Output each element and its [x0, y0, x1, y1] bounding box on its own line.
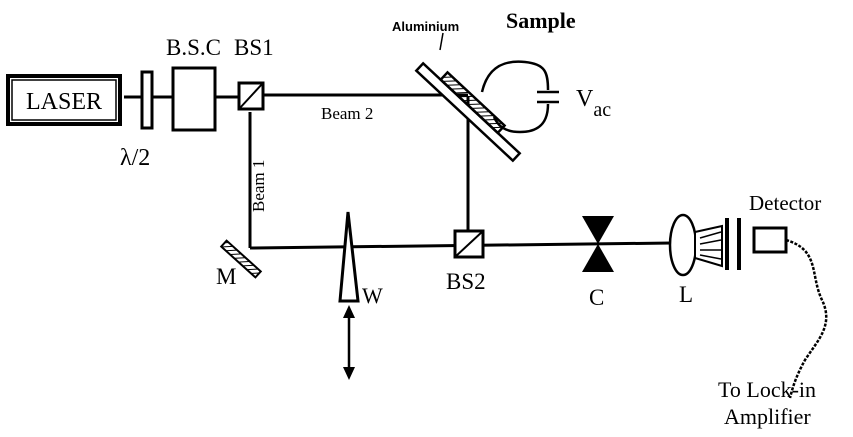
- detector-box: [752, 226, 788, 254]
- wedge: W: [338, 211, 383, 380]
- vac-main: V: [576, 86, 594, 112]
- chopper: C: [582, 216, 614, 310]
- bs1-label: BS1: [234, 35, 274, 60]
- ac-voltage-source: [480, 60, 559, 134]
- chopper-label: C: [589, 285, 604, 310]
- lockin-label-line1: To Lock-in: [718, 377, 816, 402]
- vac-label: Vac: [576, 86, 611, 121]
- detector-label: Detector: [749, 191, 821, 215]
- arrow-head-down: [343, 367, 355, 380]
- aluminium-label: Aluminium: [392, 19, 459, 34]
- half-wave-label: λ/2: [120, 145, 150, 171]
- wedge-label: W: [362, 283, 383, 308]
- sample-label: Sample: [506, 8, 576, 33]
- bsc-label: B.S.C: [166, 35, 221, 60]
- vac-subscript: ac: [593, 99, 611, 121]
- lens-label: L: [679, 282, 693, 307]
- half-wave-plate: λ/2: [120, 70, 154, 171]
- bsc-compensator: B.S.C: [166, 35, 221, 132]
- sample-assembly: Aluminium Sample: [392, 8, 576, 163]
- laser-label: LASER: [26, 89, 102, 115]
- bs2-label: BS2: [446, 269, 486, 294]
- beam-splitter-1: BS1: [234, 35, 274, 111]
- mirror: M: [216, 239, 263, 289]
- aluminium-pointer: [439, 32, 444, 51]
- focused-cone: [694, 224, 723, 268]
- lens: [668, 213, 698, 277]
- mirror-label: M: [216, 264, 236, 289]
- laser: LASER: [6, 74, 122, 126]
- arrow-head-up: [343, 305, 355, 318]
- lock-in-cable: [785, 238, 828, 399]
- beam-splitter-2: BS2: [446, 229, 486, 294]
- beam-2-label: Beam 2: [321, 104, 373, 123]
- lockin-label-line2: Amplifier: [724, 404, 811, 429]
- lens-detector: L Detector: [668, 191, 821, 307]
- beam-1-label: Beam 1: [249, 160, 268, 212]
